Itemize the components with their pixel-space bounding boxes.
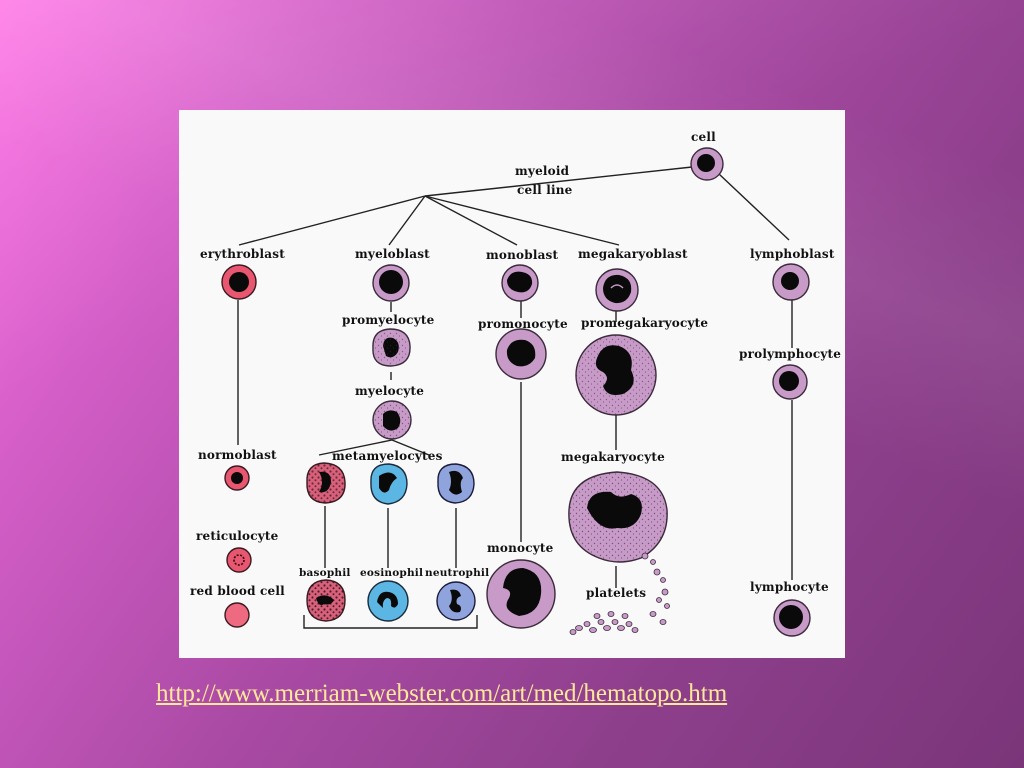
connector-hub-myeloblast <box>388 195 426 246</box>
myelocyte-cell <box>372 400 412 440</box>
lymphoblast-cell <box>772 263 810 301</box>
promegakaryocyte-cell <box>575 334 657 416</box>
label-lymphocyte: lymphocyte <box>750 580 829 594</box>
monocyte-cell <box>486 559 556 629</box>
hematopoiesis-diagram: cell myeloid cell line erythroblast myel… <box>179 110 845 658</box>
connector-myelocyte-metamyelocyte-left <box>318 439 393 456</box>
erythroblast-cell <box>221 264 257 300</box>
connector-hub-megakaryoblast <box>424 195 620 246</box>
label-eosinophil: eosinophil <box>360 567 423 579</box>
megakaryoblast-cell <box>595 268 639 312</box>
basophil-cell <box>306 579 346 622</box>
label-promegakaryocyte: promegakaryocyte <box>581 316 708 330</box>
label-normoblast: normoblast <box>198 448 277 462</box>
promyelocyte-cell <box>372 328 411 367</box>
stem-cell <box>690 147 724 181</box>
megakaryocyte-cell <box>568 471 670 609</box>
connector-hub-monoblast <box>424 195 518 246</box>
normoblast-cell <box>224 465 250 491</box>
eosinophil-cell <box>367 580 409 622</box>
metamyelocyte-basophilic-cell <box>306 462 346 504</box>
label-red-blood-cell: red blood cell <box>190 584 285 598</box>
neutrophil-cell <box>436 581 476 621</box>
red-blood-cell <box>224 602 250 628</box>
connector-cell-myeloid-hub <box>424 166 693 197</box>
label-cell: cell <box>691 130 716 144</box>
label-myeloblast: myeloblast <box>355 247 430 261</box>
label-platelets: platelets <box>586 586 646 600</box>
label-promyelocyte: promyelocyte <box>342 313 435 327</box>
prolymphocyte-cell <box>772 364 808 400</box>
connector-cell-lymphoblast <box>718 173 790 241</box>
label-megakaryoblast: megakaryoblast <box>578 247 688 261</box>
myeloblast-cell <box>372 264 410 302</box>
metamyelocyte-eosinophilic-cell <box>370 463 408 505</box>
reticulocyte-cell <box>226 547 252 573</box>
label-myeloid: myeloid <box>515 164 570 178</box>
label-erythroblast: erythroblast <box>200 247 285 261</box>
source-url-link[interactable]: http://www.merriam-webster.com/art/med/h… <box>156 680 728 707</box>
platelets-cluster <box>569 611 667 635</box>
label-reticulocyte: reticulocyte <box>196 529 279 543</box>
lineage-connector-lines <box>237 166 793 629</box>
label-monoblast: monoblast <box>486 248 559 262</box>
monoblast-cell <box>501 264 539 302</box>
connector-myelocyte-metamyelocyte-right <box>391 439 430 456</box>
promonocyte-cell <box>495 328 547 380</box>
label-basophil: basophil <box>299 567 351 579</box>
label-myelocyte: myelocyte <box>355 384 424 398</box>
label-monocyte: monocyte <box>487 541 554 555</box>
label-cell-line: cell line <box>517 183 573 197</box>
label-megakaryocyte: megakaryocyte <box>561 450 665 464</box>
label-prolymphocyte: prolymphocyte <box>739 347 841 361</box>
label-neutrophil: neutrophil <box>425 567 489 579</box>
metamyelocyte-neutrophilic-cell <box>437 463 475 504</box>
label-metamyelocytes: metamyelocytes <box>332 449 443 463</box>
label-promonocyte: promonocyte <box>478 317 568 331</box>
lymphocyte-cell <box>773 599 811 637</box>
connector-hub-erythroblast <box>238 195 426 246</box>
label-lymphoblast: lymphoblast <box>750 247 835 261</box>
granulocyte-bracket <box>303 615 478 629</box>
